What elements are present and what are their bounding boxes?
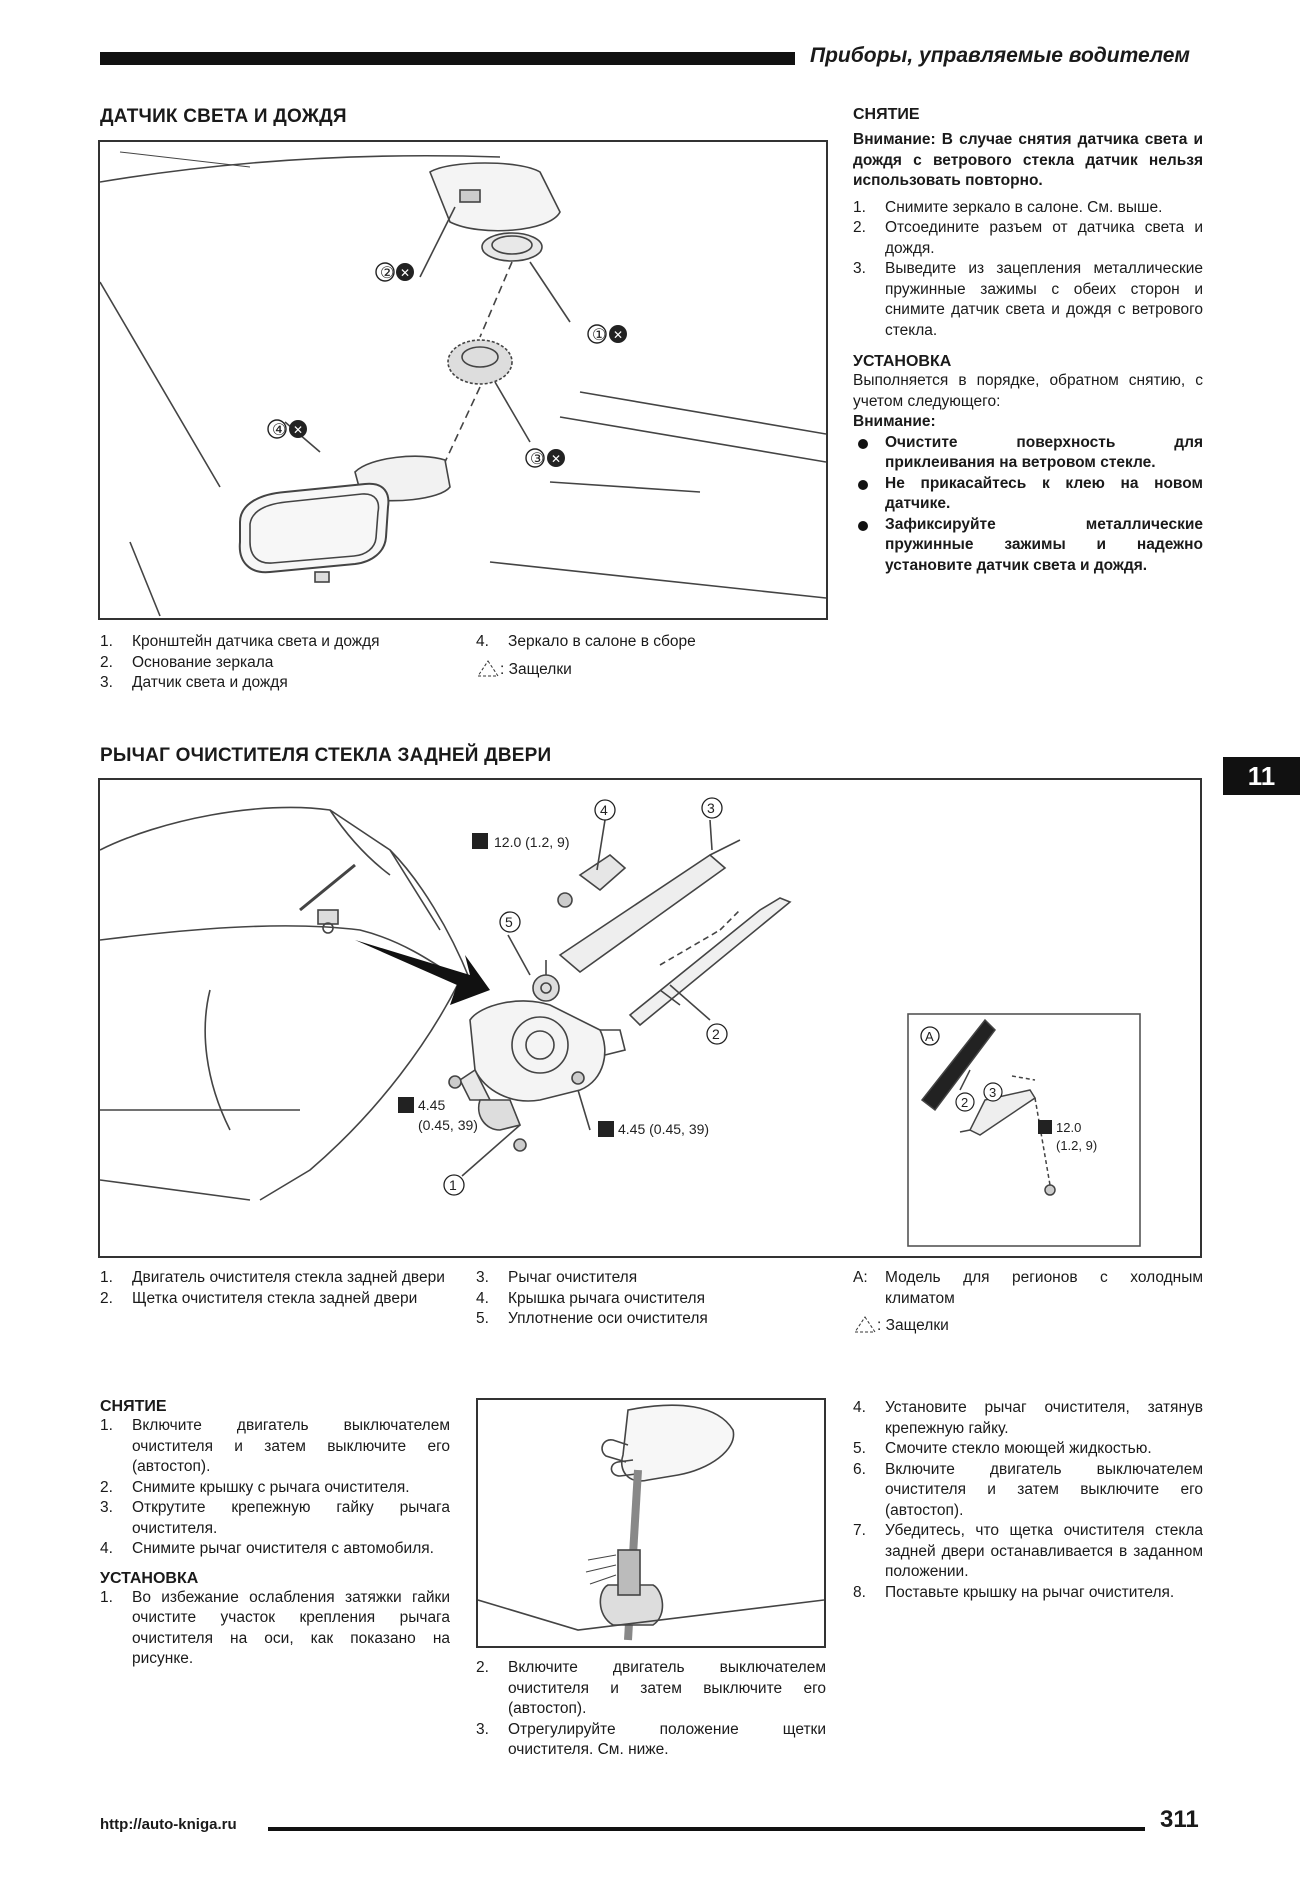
step: 1.Снимите зеркало в салоне. См. выше. [853,198,1163,216]
install-intro: Выполняется в порядке, обратном снятию, … [853,372,1203,410]
step: 3.Отрегулируйте положение щетки очистите… [476,1720,826,1759]
legend-item: 3.Рычаг очистителя [476,1269,638,1286]
torque-label-2b: (0.45, 39) [418,1117,478,1133]
torque-label-1: 12.0 (1.2, 9) [494,834,570,850]
sensor-figure: ② ✕ ① ✕ ④ ✕ ③ ✕ [98,140,828,620]
sensor-legend-right: 4.Зеркало в салоне в сборе : Защелки [476,632,776,680]
clip-triangle-icon [477,659,499,676]
install-bullets: Очистите поверхность для приклеивания на… [853,433,1203,577]
install-heading: УСТАНОВКА [853,353,952,370]
cleaning-figure [476,1398,826,1648]
legend-item: 2.Щетка очистителя стекла задней двери [100,1289,418,1307]
clip-triangle-icon [854,1316,876,1333]
header-rule [100,52,795,65]
step: 2.Отсоедините разъем от датчика света и … [853,219,1203,257]
step: 8.Поставьте крышку на рычаг очистителя. [853,1583,1175,1601]
svg-text:✕: ✕ [293,423,303,437]
bullet-item: Зафиксируйте металлические пружинные заж… [853,515,1203,577]
legend-item: 1.Кронштейн датчика света и дождя [100,633,380,650]
section2-title: РЫЧАГ ОЧИСТИТЕЛЯ СТЕКЛА ЗАДНЕЙ ДВЕРИ [100,745,552,766]
legend-item: 4.Крышка рычага очистителя [476,1289,705,1307]
wiper-legend-col2: 3.Рычаг очистителя 4.Крышка рычага очист… [476,1268,816,1330]
footer-url[interactable]: http://auto-kniga.ru [100,1816,237,1833]
install-steps-left: 1.Во избежание ослабления затяжки гайки … [100,1588,450,1670]
sensor-legend-left: 1.Кронштейн датчика света и дождя 2.Осно… [100,632,460,694]
step: 5.Смочите стекло моющей жидкостью. [853,1440,1152,1457]
svg-text:3: 3 [707,800,715,816]
sensor-instructions: СНЯТИЕ Внимание: В случае снятия датчика… [853,106,1203,576]
install-heading: УСТАНОВКА [100,1569,199,1587]
step: 3.Открутите крепежную гайку рычага очист… [100,1499,450,1537]
cold-climate-inset: A 2 3 12.0 (1.2, 9) [907,1013,1141,1247]
torque-label-2a: 4.45 [418,1097,445,1113]
step: 7.Убедитесь, что щетка очистителя стекла… [853,1522,1203,1580]
chapter-tab: 11 [1223,757,1300,795]
footer-rule [268,1827,1145,1831]
svg-text:1: 1 [449,1177,457,1193]
wiper-instructions-right: 4.Установите рычаг очистителя, затянув к… [853,1398,1203,1603]
install-steps-right: 4.Установите рычаг очистителя, затянув к… [853,1398,1203,1603]
legend-item: 5.Уплотнение оси очистителя [476,1310,708,1327]
legend-item: 2.Основание зеркала [100,653,274,671]
svg-text:5: 5 [505,914,513,930]
callout-4: ④ [272,422,286,439]
wiper-legend-col1: 1.Двигатель очистителя стекла задней две… [100,1268,450,1309]
bullet-item: Очистите поверхность для приклеивания на… [853,433,1203,474]
wiper-figure: 3 4 5 2 1 12.0 (1.2, 9) 4.45 (0.45, 39) … [98,778,1202,1258]
inset-letter: A [925,1029,934,1044]
callout-1: ① [592,327,606,344]
step: 3.Выведите из зацепления металлические п… [853,260,1203,339]
section1-title: ДАТЧИК СВЕТА И ДОЖДЯ [100,106,347,127]
install-note-heading: Внимание: [853,413,936,430]
clips-legend: : Защелки [476,659,776,681]
removal-steps: 1.Включите двигатель выключателем очисти… [100,1416,450,1560]
step: 1.Во избежание ослабления затяжки гайки … [100,1588,450,1668]
callout-2: ② [380,265,394,282]
legend-item: A:Модель для регионов с холодным климато… [853,1269,1203,1307]
step: 1.Включите двигатель выключателем очисти… [100,1417,450,1475]
step: 6.Включите двигатель выключателем очисти… [853,1460,1203,1519]
svg-text:2: 2 [712,1026,720,1042]
svg-text:2: 2 [961,1095,968,1110]
legend-item: 3.Датчик света и дождя [100,674,288,691]
svg-text:4: 4 [600,802,608,818]
svg-text:3: 3 [989,1085,996,1100]
removal-warning: Внимание: В случае снятия датчика света … [853,131,1203,189]
callout-3: ③ [530,451,544,468]
wiper-legend-col3: A:Модель для регионов с холодным климато… [853,1268,1203,1337]
page-number: 311 [1160,1806,1199,1833]
legend-item: 1.Двигатель очистителя стекла задней две… [100,1269,445,1286]
install-steps-mid: 2.Включите двигатель выключателем очисти… [476,1658,826,1761]
removal-heading: СНЯТИЕ [853,106,920,123]
removal-heading: СНЯТИЕ [100,1398,167,1415]
step: 2.Включите двигатель выключателем очисти… [476,1659,826,1717]
svg-text:✕: ✕ [613,328,623,342]
removal-steps: 1.Снимите зеркало в салоне. См. выше. 2.… [853,198,1203,342]
sensor-diagram: ② ✕ ① ✕ ④ ✕ ③ ✕ [99,151,827,617]
inset-torque-b: (1.2, 9) [1056,1138,1097,1153]
step: 4.Установите рычаг очистителя, затянув к… [853,1399,1203,1437]
svg-text:✕: ✕ [400,266,410,280]
torque-label-3: 4.45 (0.45, 39) [618,1121,709,1137]
step: 4.Снимите рычаг очистителя с автомобиля. [100,1540,434,1557]
clips-legend: : Защелки [853,1315,1203,1337]
wiper-instructions-left: СНЯТИЕ 1.Включите двигатель выключателем… [100,1398,450,1670]
inset-torque-a: 12.0 [1056,1120,1081,1135]
wiper-diagram: 3 4 5 2 1 12.0 (1.2, 9) 4.45 (0.45, 39) … [99,797,1141,1247]
legend-item: 4.Зеркало в салоне в сборе [476,633,696,650]
cleaning-illustration [477,1404,825,1641]
wiper-instructions-mid: 2.Включите двигатель выключателем очисти… [476,1658,826,1761]
running-title: Приборы, управляемые водителем [810,44,1190,67]
step: 2.Снимите крышку с рычага очистителя. [100,1478,410,1496]
bullet-item: Не прикасайтесь к клею на новом датчике. [853,474,1203,515]
svg-text:✕: ✕ [551,452,561,466]
